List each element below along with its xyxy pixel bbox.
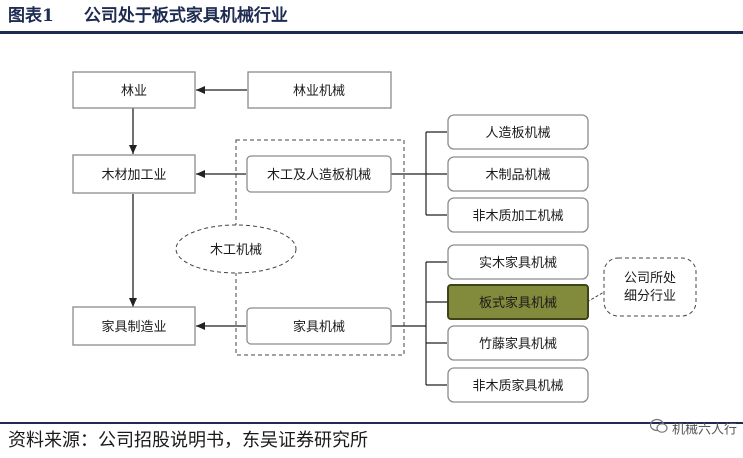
callout-line-2: 细分行业 (624, 289, 676, 304)
figure-title: 图表1 公司处于板式家具机械行业 (8, 3, 288, 29)
node-forestry: 林业 (72, 71, 196, 109)
callout-line-1: 公司所处 (624, 271, 676, 286)
top-rule (0, 31, 743, 34)
company-segment-callout: 公司所处细分行业 (603, 257, 697, 317)
node-wood-products-machinery: 木制品机械 (447, 156, 589, 192)
watermark: 机械六人行 (649, 418, 737, 442)
node-solid-wood-furniture-machinery: 实木家具机械 (447, 244, 589, 280)
chat-bubble-icon (649, 418, 668, 442)
callout-connector (586, 291, 605, 303)
node-forestry-label: 林业 (121, 84, 147, 99)
bottom-rule (0, 422, 743, 424)
node-bamboo-rattan-furniture-machinery: 竹藤家具机械 (447, 325, 589, 361)
node-panel-machinery: 人造板机械 (447, 114, 589, 150)
source-note: 资料来源：公司招股说明书，东吴证券研究所 (8, 430, 368, 451)
node-nonwood-furniture-machinery-label: 非木质家具机械 (472, 378, 563, 394)
figure-title-text: 公司处于板式家具机械行业 (83, 6, 288, 26)
node-forestry-machinery-label: 林业机械 (293, 84, 345, 99)
node-furniture-machinery: 家具机械 (246, 307, 392, 345)
watermark-text: 机械六人行 (671, 422, 737, 438)
node-nonwood-processing-machinery: 非木质加工机械 (447, 197, 589, 233)
node-nonwood-furniture-machinery: 非木质家具机械 (447, 367, 589, 403)
node-solid-wood-furniture-machinery-label: 实木家具机械 (479, 255, 557, 271)
node-forestry-machinery: 林业机械 (247, 71, 392, 109)
node-woodworking-machinery-group-label: 木工机械 (210, 243, 262, 258)
node-bamboo-rattan-furniture-machinery-label: 竹藤家具机械 (479, 336, 557, 352)
company-segment-callout-label: 公司所处细分行业 (624, 271, 676, 304)
node-wood-processing: 木材加工业 (72, 154, 196, 194)
figure-number: 图表1 (8, 6, 54, 26)
node-nonwood-processing-machinery-label: 非木质加工机械 (472, 209, 563, 224)
node-furniture-manufacturing-label: 家具制造业 (101, 319, 166, 335)
node-woodworking-machinery-group: 木工机械 (175, 224, 297, 274)
node-wood-products-machinery-label: 木制品机械 (485, 168, 550, 183)
node-furniture-machinery-label: 家具机械 (293, 319, 345, 335)
node-woodworking-panel-machinery: 木工及人造板机械 (246, 155, 392, 193)
node-woodworking-panel-machinery-label: 木工及人造板机械 (267, 168, 371, 183)
node-wood-processing-label: 木材加工业 (101, 168, 166, 183)
node-panel-machinery-label: 人造板机械 (485, 126, 550, 141)
node-panel-furniture-machinery: 板式家具机械 (447, 284, 589, 320)
node-panel-furniture-machinery-label: 板式家具机械 (479, 295, 557, 311)
node-furniture-manufacturing: 家具制造业 (72, 306, 196, 346)
